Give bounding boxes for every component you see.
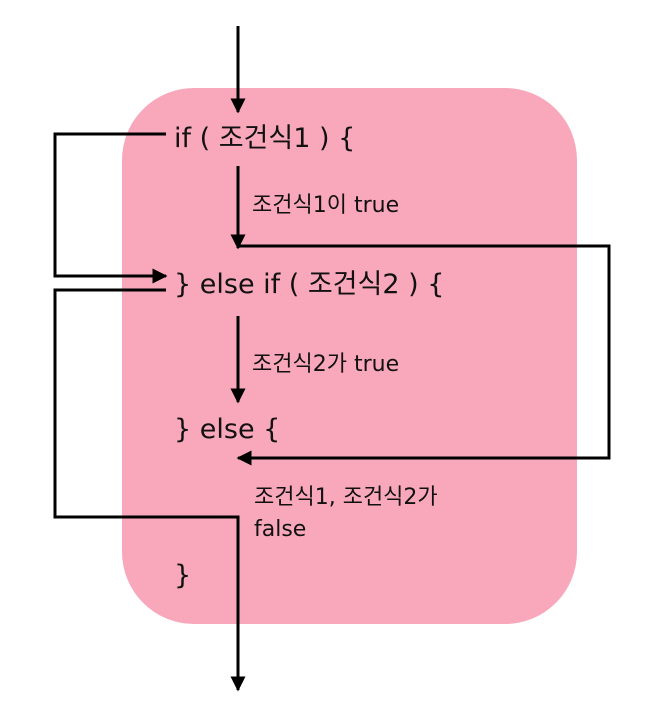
cond1-false-arrow	[53, 132, 168, 284]
cond2-true-label: 조건식2가 true	[252, 352, 400, 377]
else-statement: } else {	[174, 414, 281, 445]
cond2-false-arrow	[53, 288, 246, 692]
skip-to-end-arrow	[236, 244, 611, 466]
both-false-label-line1: 조건식1, 조건식2가	[254, 485, 438, 510]
if-statement: if ( 조건식1 ) {	[174, 123, 356, 154]
else-if-statement: } else if ( 조건식2 ) {	[174, 269, 445, 300]
both-false-label: 조건식1, 조건식2가 false	[254, 482, 438, 546]
code-block-background	[122, 88, 577, 624]
cond1-true-label: 조건식1이 true	[252, 193, 400, 218]
both-false-label-line2: false	[254, 517, 307, 542]
closing-brace: }	[174, 560, 192, 591]
